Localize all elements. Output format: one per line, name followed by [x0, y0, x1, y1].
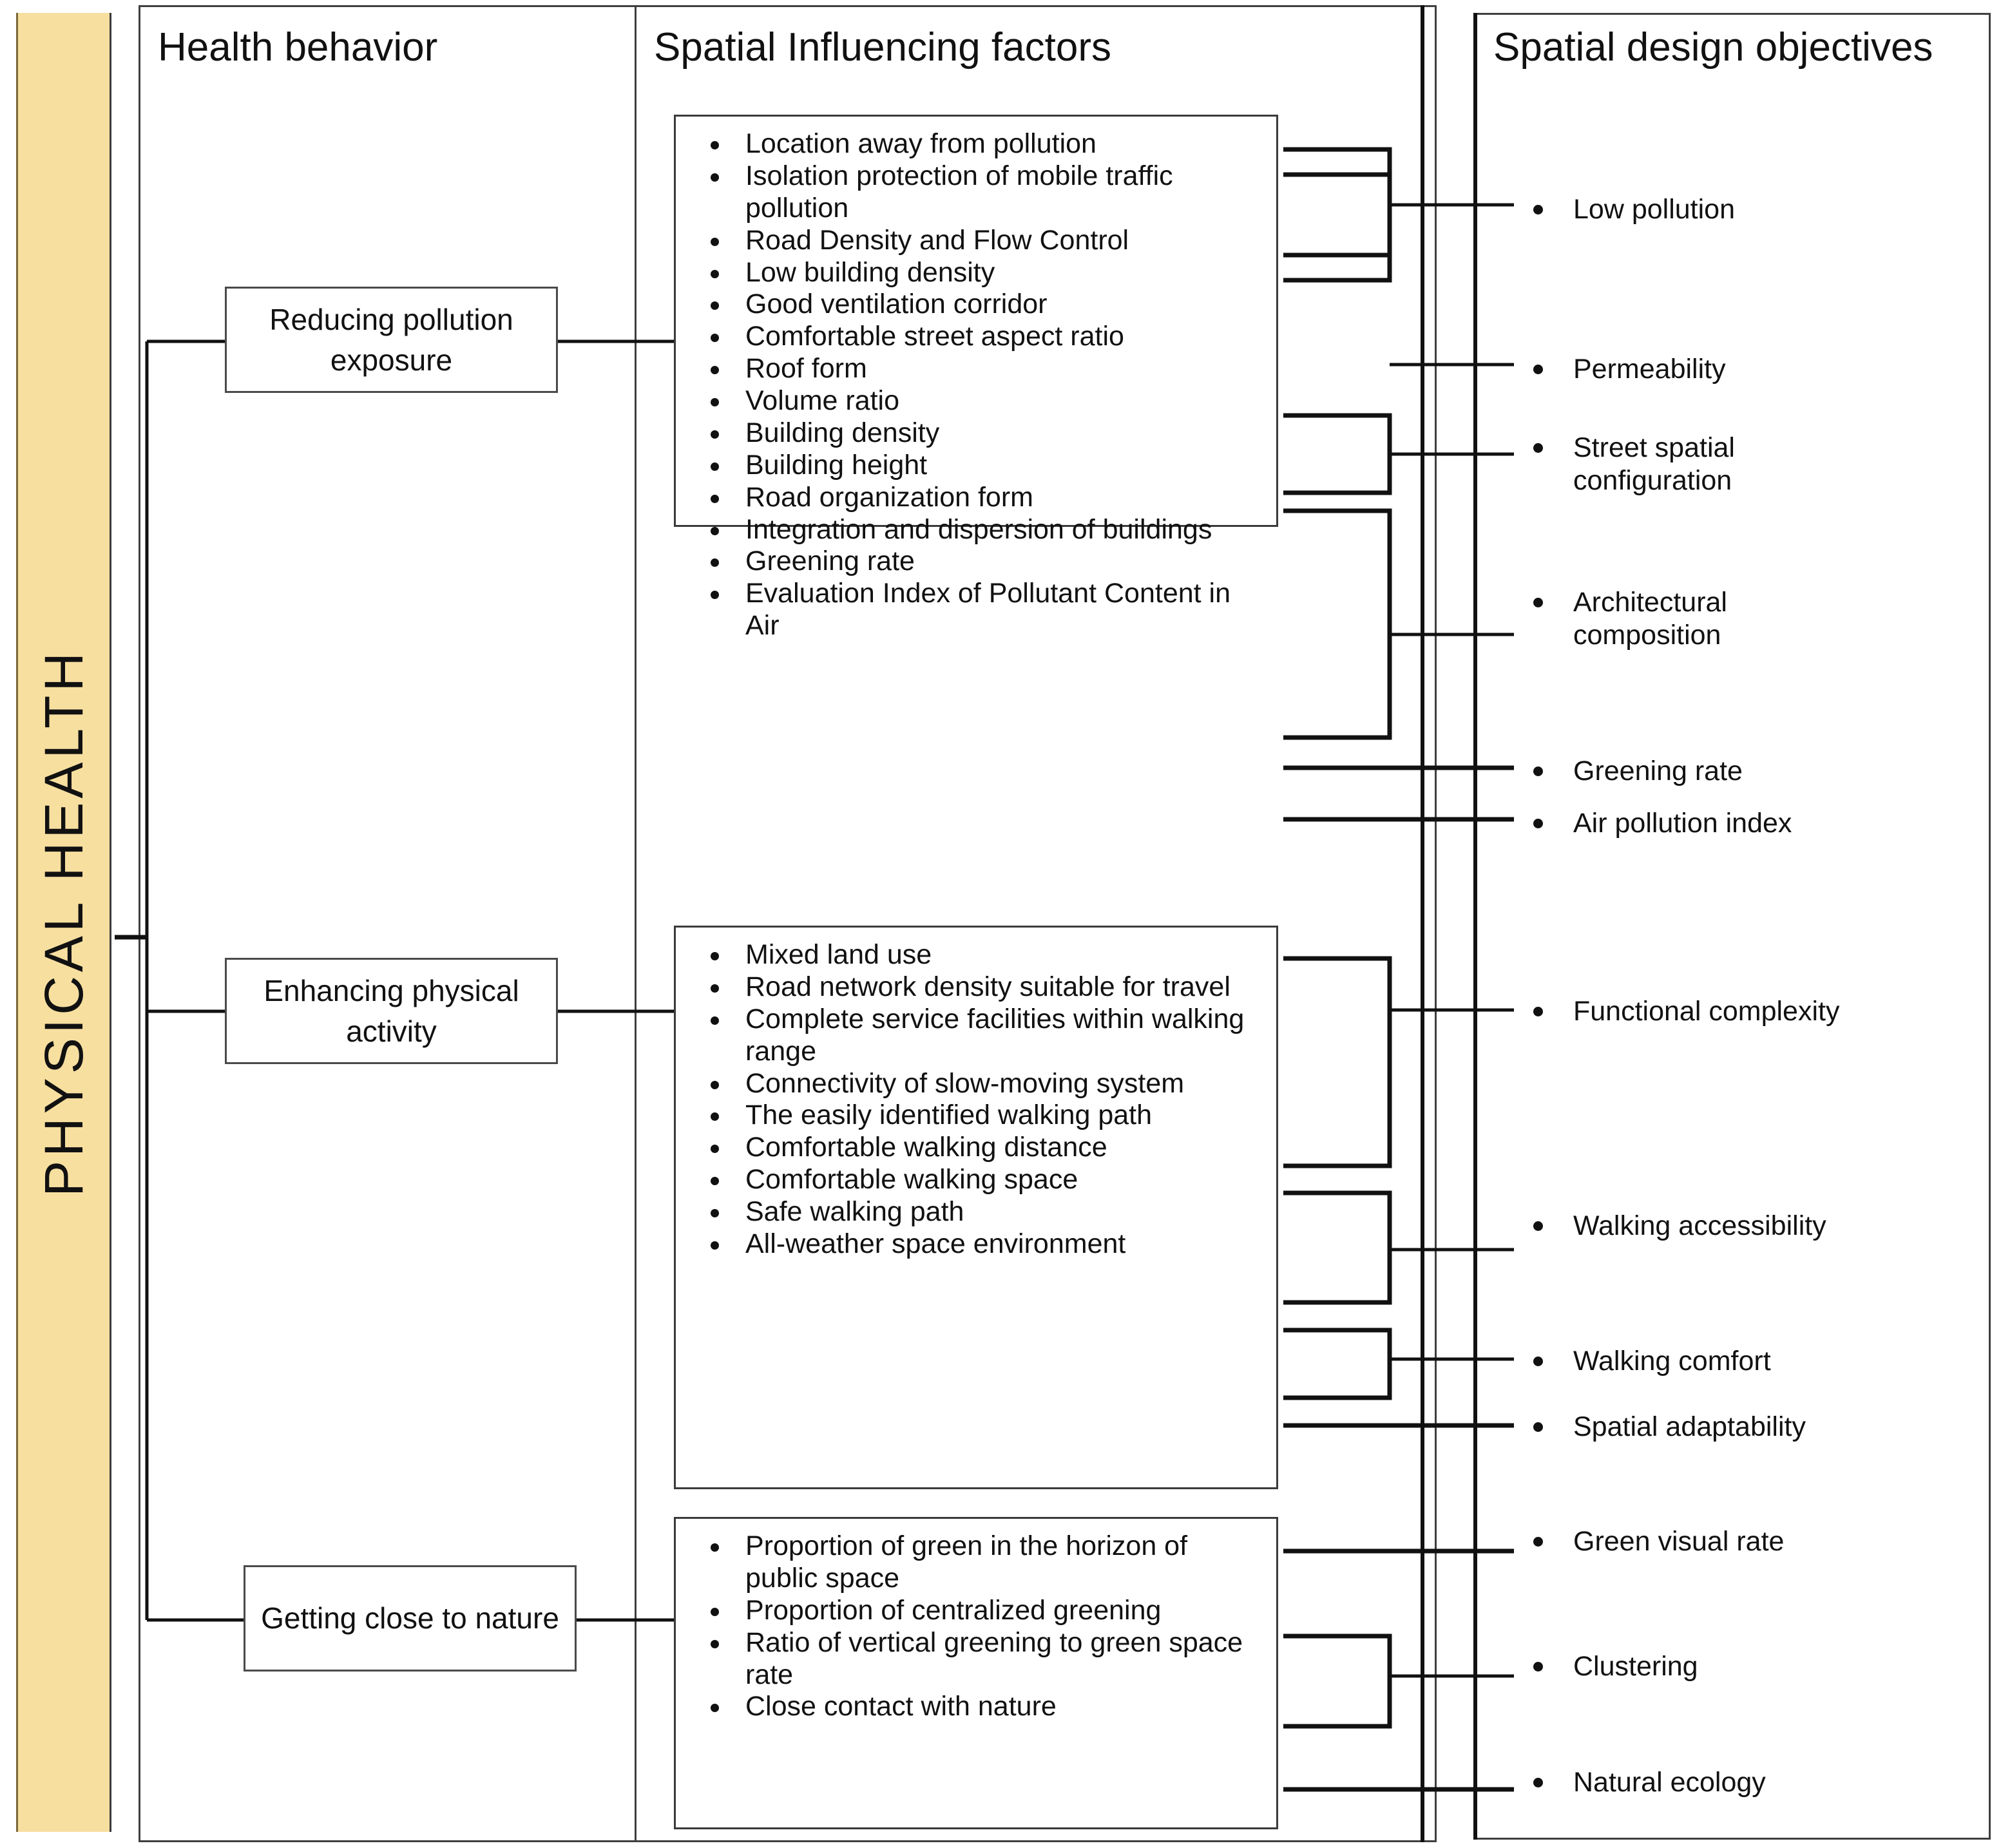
list-item: All-weather space environment — [676, 1228, 1267, 1261]
list-item: Building height — [676, 450, 1267, 482]
objective-architectural-composition: Architectural composition — [1533, 586, 1727, 651]
list-item: Mixed land use — [676, 939, 1267, 971]
factor-panel-enhancing-physical-activity: Mixed land use Road network density suit… — [674, 926, 1278, 1489]
list-item: The easily identified walking path — [676, 1100, 1267, 1132]
list-item: Good ventilation corridor — [676, 289, 1267, 321]
behavior-box-reducing-pollution-exposure[interactable]: Reducing pollution exposure — [225, 287, 558, 393]
objective-spatial-adaptability: Spatial adaptability — [1533, 1411, 1806, 1443]
list-item: Greening rate — [676, 546, 1267, 578]
factor-list-reducing-pollution-exposure: Location away from pollution Isolation p… — [676, 117, 1276, 642]
column-title-spatial-factors: Spatial Influencing factors — [654, 25, 1111, 70]
list-item: Road organization form — [676, 482, 1267, 514]
list-item: Safe walking path — [676, 1196, 1267, 1228]
list-item: Road Density and Flow Control — [676, 225, 1267, 257]
list-item: Location away from pollution — [676, 128, 1267, 160]
column-design-objectives — [1475, 13, 1991, 1840]
objective-clustering: Clustering — [1533, 1650, 1698, 1683]
factor-list-getting-close-to-nature: Proportion of green in the horizon of pu… — [676, 1519, 1276, 1723]
list-item: Close contact with nature — [676, 1691, 1267, 1723]
list-item: Proportion of centralized greening — [676, 1595, 1267, 1627]
list-item: Complete service facilities within walki… — [676, 1004, 1267, 1068]
list-item: Comfortable street aspect ratio — [676, 321, 1267, 353]
objective-natural-ecology: Natural ecology — [1533, 1766, 1766, 1799]
list-item: Evaluation Index of Pollutant Content in… — [676, 578, 1267, 642]
column-title-design-objectives: Spatial design objectives — [1493, 25, 1933, 70]
list-item: Volume ratio — [676, 385, 1267, 417]
behavior-box-enhancing-physical-activity[interactable]: Enhancing physical activity — [225, 958, 558, 1064]
factor-panel-getting-close-to-nature: Proportion of green in the horizon of pu… — [674, 1517, 1278, 1829]
objective-low-pollution: Low pollution — [1533, 193, 1735, 226]
objective-air-pollution-index: Air pollution index — [1533, 807, 1792, 840]
list-item: Ratio of vertical greening to green spac… — [676, 1627, 1267, 1691]
factor-list-enhancing-physical-activity: Mixed land use Road network density suit… — [676, 928, 1276, 1261]
physical-health-label: PHYSICAL HEALTH — [33, 648, 94, 1197]
behavior-box-getting-close-to-nature[interactable]: Getting close to nature — [244, 1565, 577, 1672]
objective-permeability: Permeability — [1533, 353, 1726, 386]
list-item: Road network density suitable for travel — [676, 971, 1267, 1004]
list-item: Proportion of green in the horizon of pu… — [676, 1530, 1267, 1595]
list-item: Connectivity of slow-moving system — [676, 1068, 1267, 1100]
list-item: Comfortable walking space — [676, 1164, 1267, 1196]
objective-greening-rate: Greening rate — [1533, 755, 1743, 788]
objective-green-visual-rate: Green visual rate — [1533, 1525, 1784, 1558]
list-item: Comfortable walking distance — [676, 1132, 1267, 1164]
objective-walking-accessibility: Walking accessibility — [1533, 1210, 1826, 1243]
list-item: Low building density — [676, 257, 1267, 289]
list-item: Isolation protection of mobile traffic p… — [676, 160, 1267, 225]
objective-street-spatial-configuration: Street spatial configuration — [1533, 432, 1735, 497]
objective-functional-complexity: Functional complexity — [1533, 995, 1839, 1028]
list-item: Roof form — [676, 353, 1267, 385]
list-item: Building density — [676, 417, 1267, 450]
column-title-health-behavior: Health behavior — [158, 25, 438, 70]
factor-panel-reducing-pollution-exposure: Location away from pollution Isolation p… — [674, 115, 1278, 641]
physical-health-spine: PHYSICAL HEALTH — [16, 13, 111, 1832]
list-item: Integration and dispersion of buildings — [676, 514, 1267, 546]
objective-walking-comfort: Walking comfort — [1533, 1345, 1771, 1378]
